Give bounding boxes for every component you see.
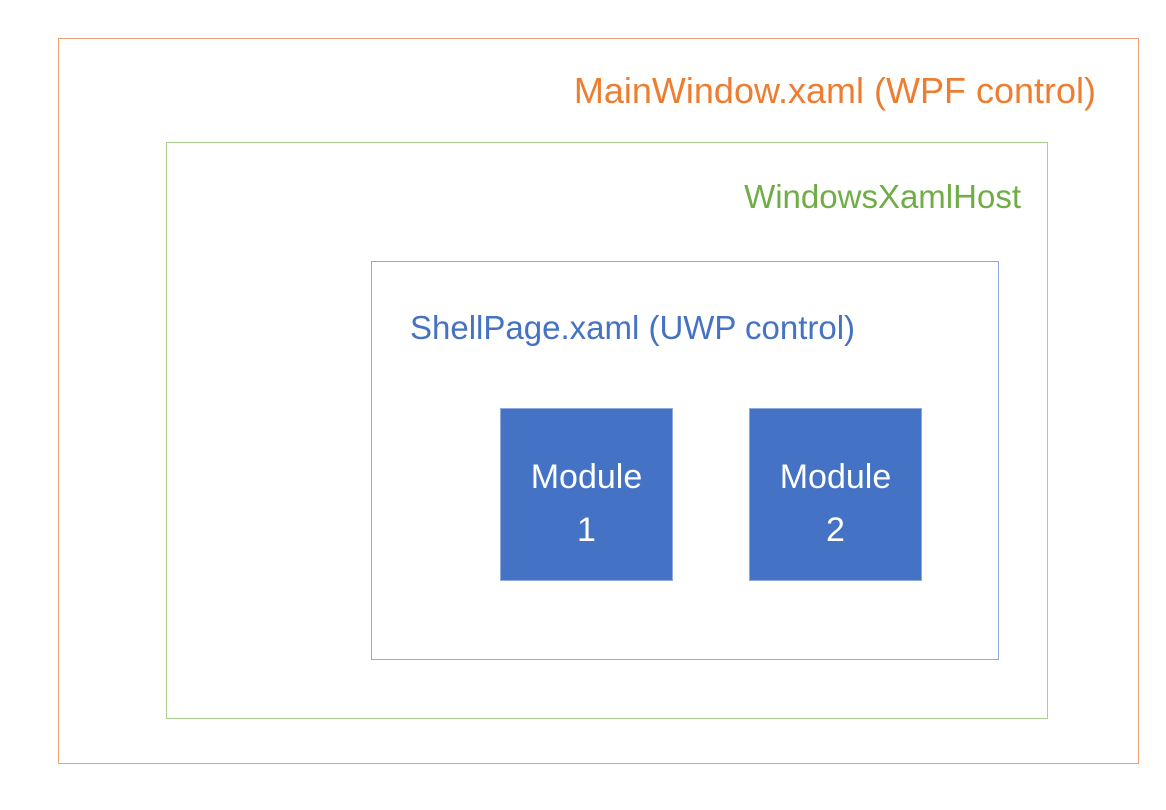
main-window-container — [58, 38, 1139, 764]
shell-page-label: ShellPage.xaml (UWP control) — [410, 309, 856, 346]
module-2-label-line1: Module — [779, 458, 892, 496]
module-2-label-line2: 2 — [826, 511, 845, 549]
windows-xaml-host-container — [166, 142, 1048, 719]
shell-page-container — [371, 261, 999, 660]
windows-xaml-host-label: WindowsXamlHost — [744, 178, 1021, 215]
main-window-label: MainWindow.xaml (WPF control) — [573, 70, 1096, 111]
module-1-box: Module 1 — [500, 408, 673, 581]
module-1-label-line2: 1 — [577, 511, 596, 549]
module-2-box: Module 2 — [749, 408, 922, 581]
module-1-label-line1: Module — [530, 458, 643, 496]
